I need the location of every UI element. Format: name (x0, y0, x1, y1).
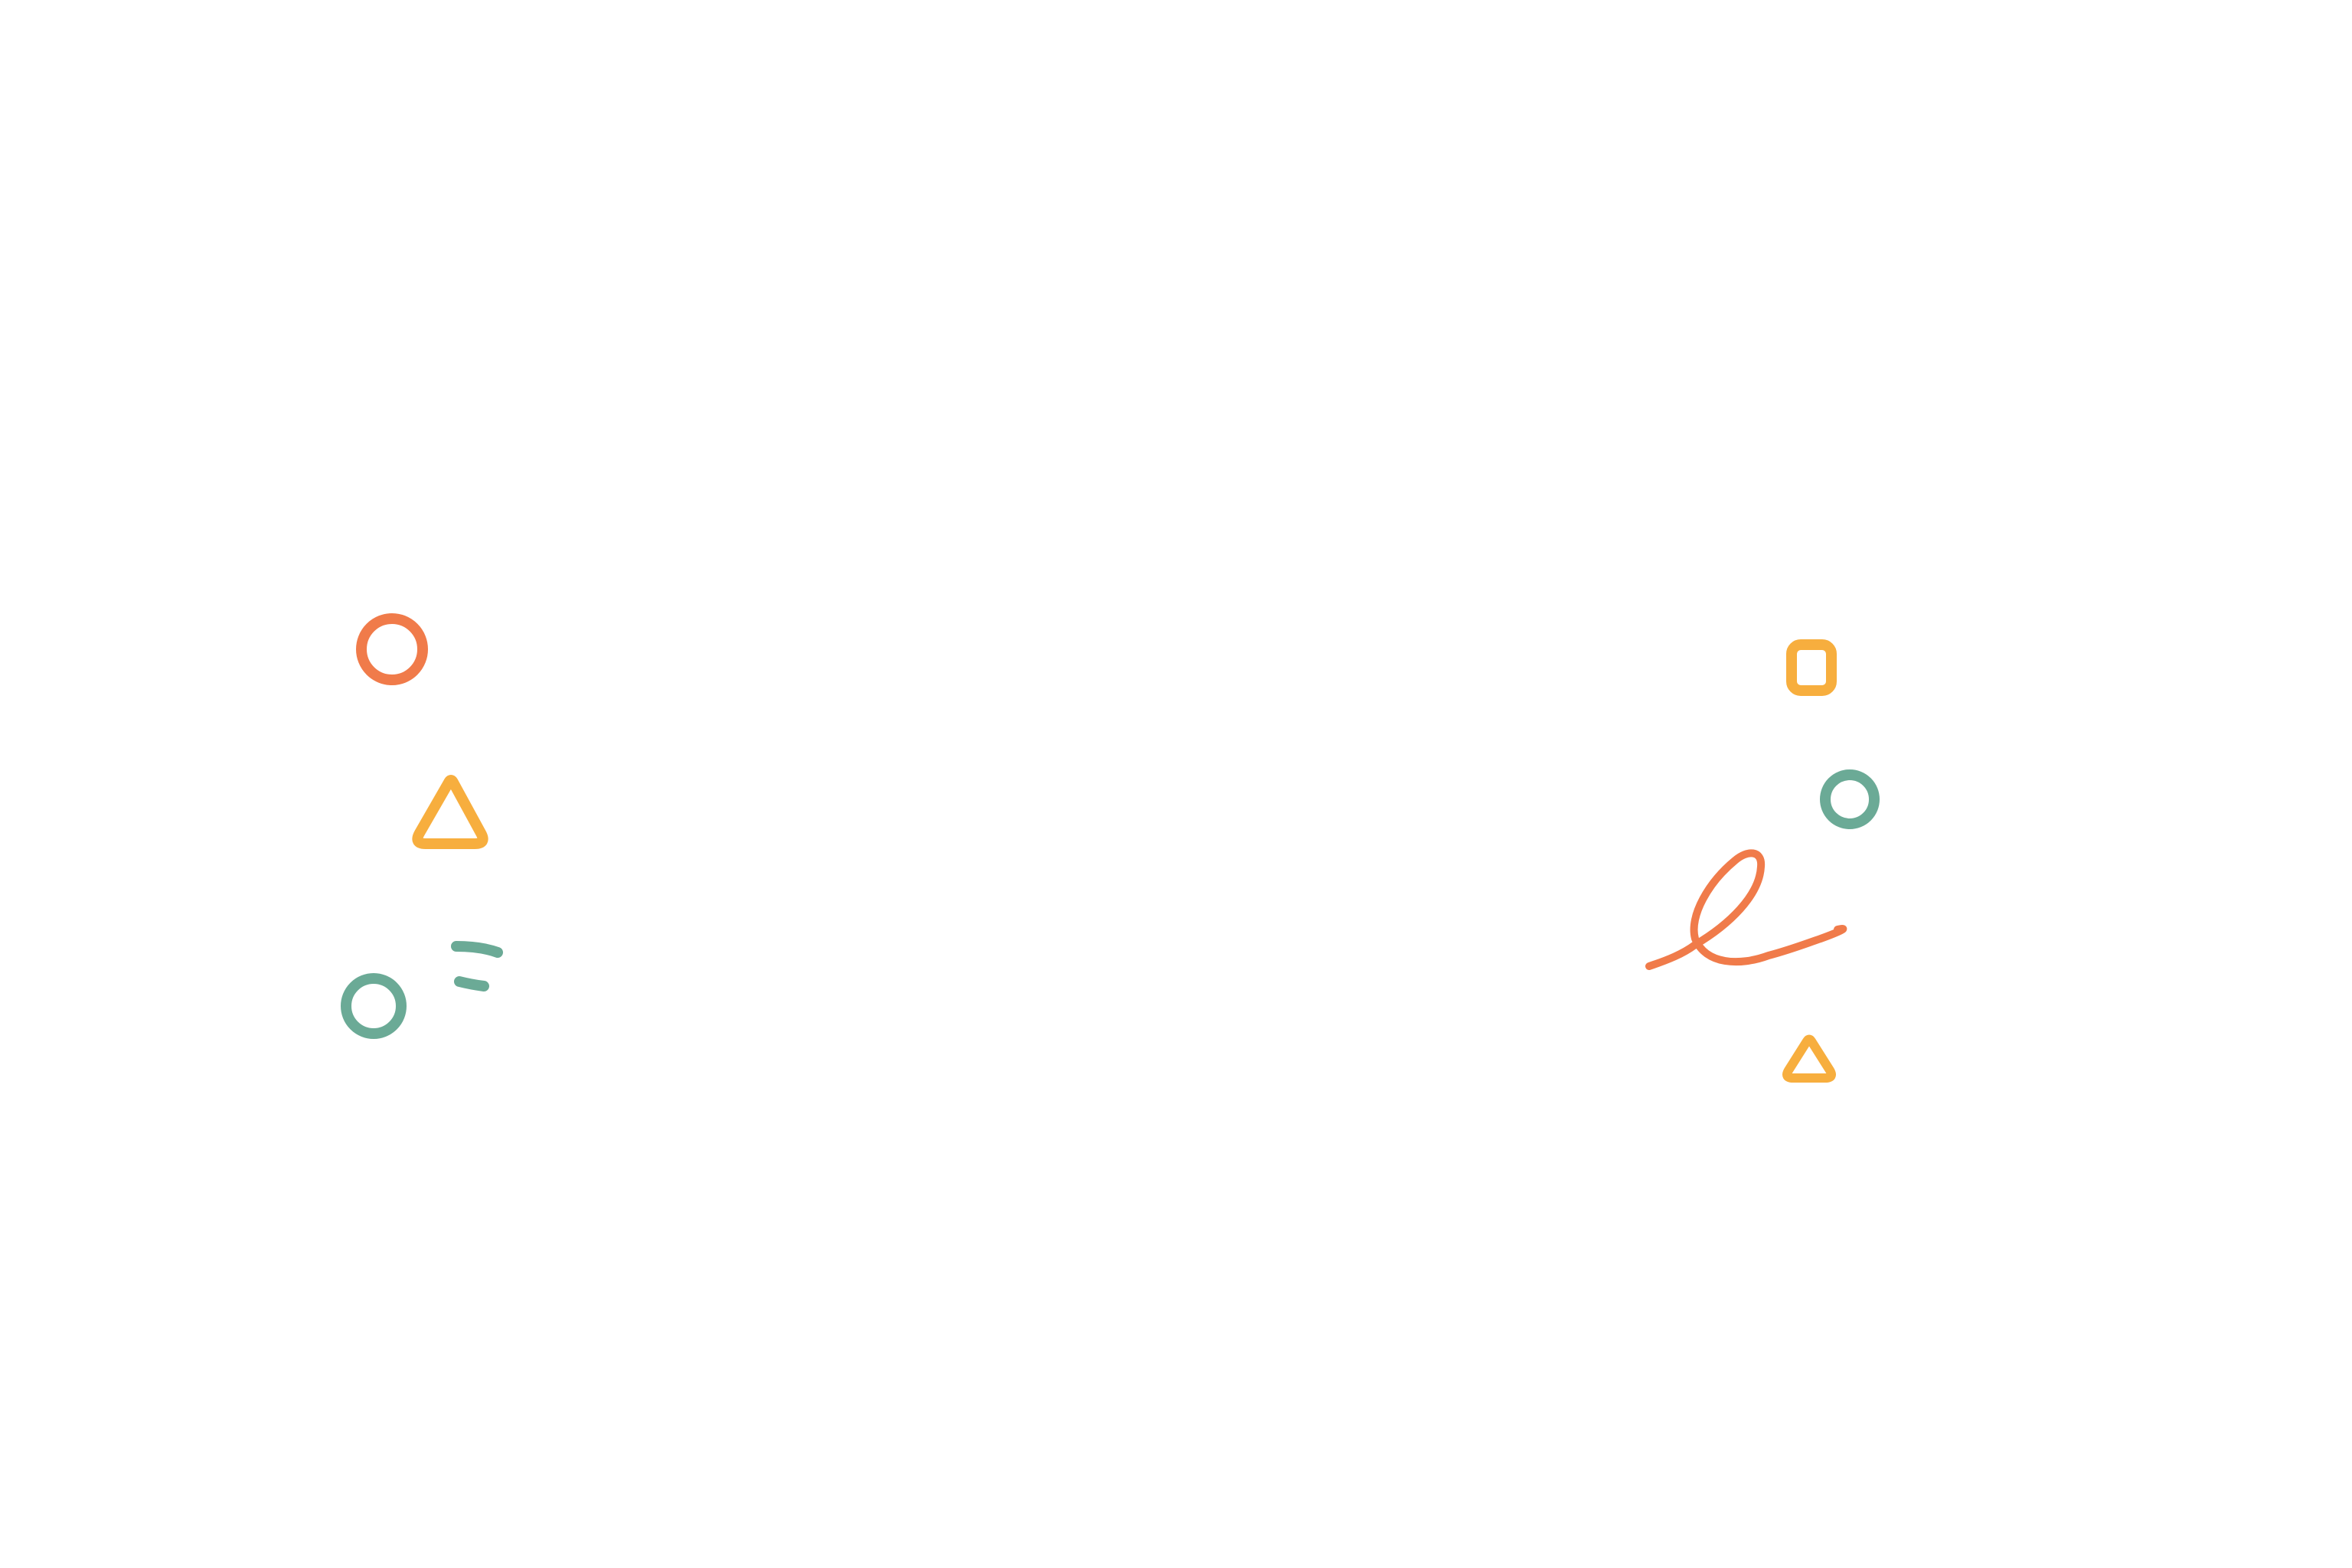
orange-loop-squiggle-icon (1645, 849, 1847, 970)
teal-dash-bottom-icon (454, 976, 489, 991)
teal-small-circle-icon (1820, 769, 1880, 829)
yellow-small-triangle-icon (1782, 1034, 1836, 1083)
orange-circle-icon (356, 613, 428, 685)
yellow-rounded-square-icon (1786, 639, 1837, 696)
teal-circle-icon (341, 973, 407, 1039)
teal-dash-top-icon (451, 941, 503, 958)
yellow-triangle-icon (412, 775, 488, 849)
right-decoration-group (1645, 639, 1880, 1083)
left-decoration-group (341, 613, 503, 1039)
